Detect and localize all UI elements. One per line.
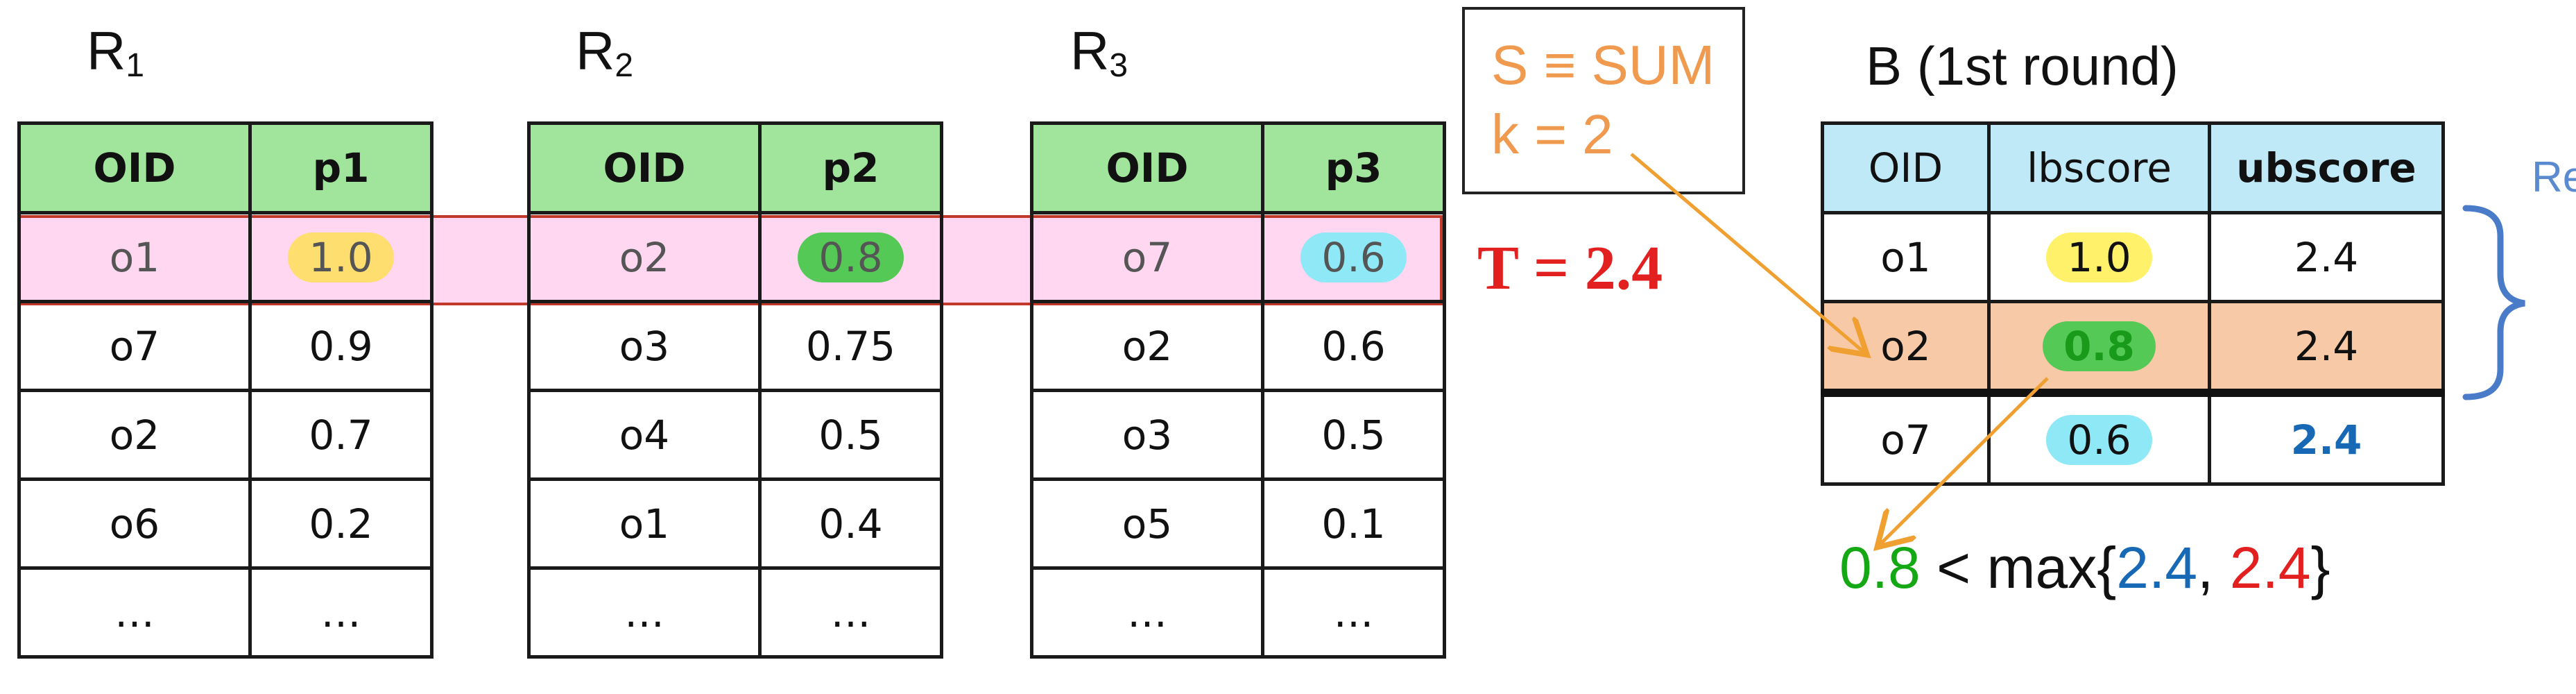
ubscore-cell: 2.4 (2208, 300, 2445, 397)
lbscore-cell: 1.0 (1987, 211, 2211, 303)
header-p3: p3 (1261, 121, 1446, 214)
score-cell: 0.9 (248, 300, 433, 392)
score-cell: 0.5 (758, 389, 943, 481)
header-p2: p2 (758, 121, 943, 214)
oid-cell: o6 (17, 477, 252, 570)
table-header-row: OID p3 (1030, 121, 1446, 214)
table-row: o7 0.6 (1030, 211, 1446, 303)
oid-cell: o7 (1821, 391, 1991, 486)
header-oid: OID (1821, 121, 1991, 214)
table-row: o1 1.0 (17, 211, 433, 303)
lbscore-pill: 0.6 (2046, 414, 2152, 465)
oid-cell: o5 (1030, 477, 1264, 570)
ubscore-cell: 2.4 (2208, 391, 2445, 486)
threshold-label: T = 2.4 (1477, 234, 1663, 303)
header-p1: p1 (248, 121, 433, 214)
header-oid: OID (1030, 121, 1264, 214)
oid-cell: o3 (1030, 389, 1264, 481)
oid-cell: o1 (17, 211, 252, 303)
score-cell: … (248, 566, 433, 659)
lbscore-cell: 0.6 (1987, 391, 2211, 486)
score-pill: 0.6 (1300, 232, 1407, 282)
score-pill: 1.0 (288, 232, 394, 282)
score-pill: 0.8 (798, 232, 904, 282)
header-oid: OID (527, 121, 762, 214)
table-header-row: OID p1 (17, 121, 433, 214)
score-cell: … (758, 566, 943, 659)
oid-cell: … (527, 566, 762, 659)
ubscore-cell: 2.4 (2208, 211, 2445, 303)
aggregate-function-label: S ≡ SUM (1491, 34, 1715, 96)
oid-cell: o1 (1821, 211, 1991, 303)
table-row: …… (1030, 566, 1446, 659)
oid-cell: o1 (527, 477, 762, 570)
score-cell: 0.75 (758, 300, 943, 392)
score-cell: 0.8 (758, 211, 943, 303)
table-row: o2 0.8 2.4 (1821, 300, 2445, 397)
result-label: Res (2532, 153, 2576, 201)
buffer-table: OID lbscore ubscore o1 1.0 2.4 o2 0.8 2.… (1821, 121, 2445, 486)
table-row: …… (527, 566, 943, 659)
oid-cell: … (17, 566, 252, 659)
header-ubscore: ubscore (2208, 121, 2445, 214)
oid-cell: o7 (17, 300, 252, 392)
oid-cell: o2 (1030, 300, 1264, 392)
oid-cell: o7 (1030, 211, 1264, 303)
lbscore-pill: 0.8 (2043, 321, 2156, 371)
threshold-value: 2.4 (1584, 234, 1663, 303)
header-lbscore: lbscore (1987, 121, 2211, 214)
lbscore-cell: 0.8 (1987, 300, 2211, 397)
header-oid: OID (17, 121, 252, 214)
table-header-row: OID p2 (527, 121, 943, 214)
relation-title-r2: R2 (576, 20, 634, 84)
score-cell: 1.0 (248, 211, 433, 303)
score-cell: 0.5 (1261, 389, 1446, 481)
lbscore-pill: 1.0 (2046, 232, 2152, 282)
score-cell: 0.6 (1261, 211, 1446, 303)
arrow-to-o2 (1630, 153, 1864, 353)
oid-cell: o4 (527, 389, 762, 481)
stopping-condition-formula: 0.8 < max{2.4, 2.4} (1839, 535, 2330, 600)
table-header-row: OID lbscore ubscore (1821, 121, 2445, 214)
score-cell: 0.2 (248, 477, 433, 570)
table-row: …… (17, 566, 433, 659)
score-cell: 0.1 (1261, 477, 1446, 570)
oid-cell: o3 (527, 300, 762, 392)
result-brace (2462, 205, 2525, 400)
table-row: o2 0.8 (527, 211, 943, 303)
score-cell: 0.4 (758, 477, 943, 570)
table-row: o7 0.6 2.4 (1821, 391, 2445, 486)
table-row: o1 1.0 2.4 (1821, 211, 2445, 303)
k-label: k = 2 (1491, 103, 1613, 165)
parameters-box: S ≡ SUM k = 2 (1462, 7, 1745, 194)
score-cell: 0.6 (1261, 300, 1446, 392)
relation-title-r1: R1 (87, 20, 145, 84)
oid-cell: o2 (527, 211, 762, 303)
relation-title-r3: R3 (1070, 20, 1128, 84)
buffer-title: B (1st round) (1866, 35, 2179, 96)
oid-cell: … (1030, 566, 1264, 659)
arrow-to-formula (1880, 377, 2049, 545)
oid-cell: o2 (17, 389, 252, 481)
score-cell: 0.7 (248, 389, 433, 481)
score-cell: … (1261, 566, 1446, 659)
